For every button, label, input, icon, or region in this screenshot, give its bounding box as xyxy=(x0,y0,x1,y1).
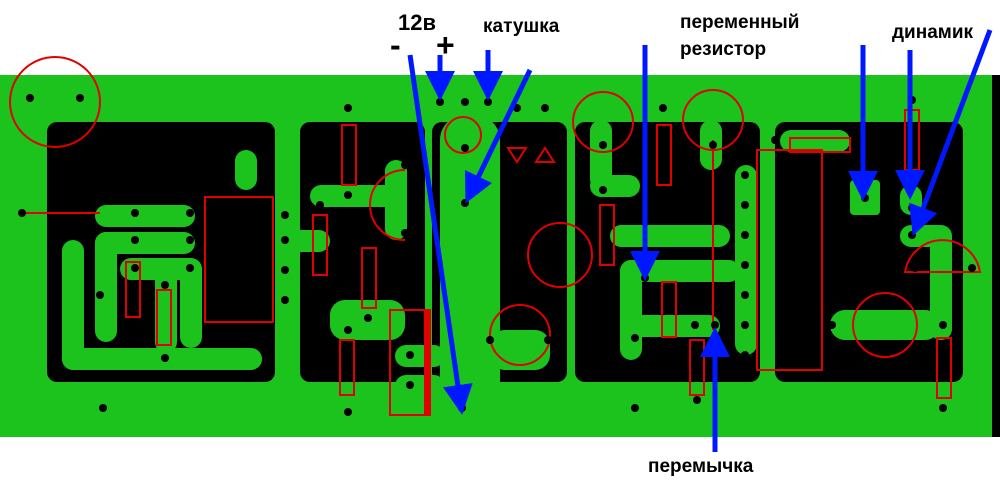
arrow-speaker-2 xyxy=(909,29,993,237)
label-plus: + xyxy=(436,27,455,63)
label-12v: 12в xyxy=(398,10,436,35)
label-jumper: перемычка xyxy=(648,456,754,477)
label-speaker: динамик xyxy=(892,22,974,43)
annotation-arrows xyxy=(407,29,993,452)
label-coil: катушка xyxy=(483,16,560,37)
ic-outline xyxy=(204,196,274,323)
label-minus: - xyxy=(390,27,401,63)
board-edge xyxy=(992,75,1000,437)
label-variable-resistor-2: резистор xyxy=(680,39,766,60)
arrow-minus xyxy=(407,54,473,415)
label-variable-resistor-1: переменный xyxy=(680,12,799,33)
capacitor-outline xyxy=(9,56,101,148)
arrow-coil-2 xyxy=(465,68,533,204)
